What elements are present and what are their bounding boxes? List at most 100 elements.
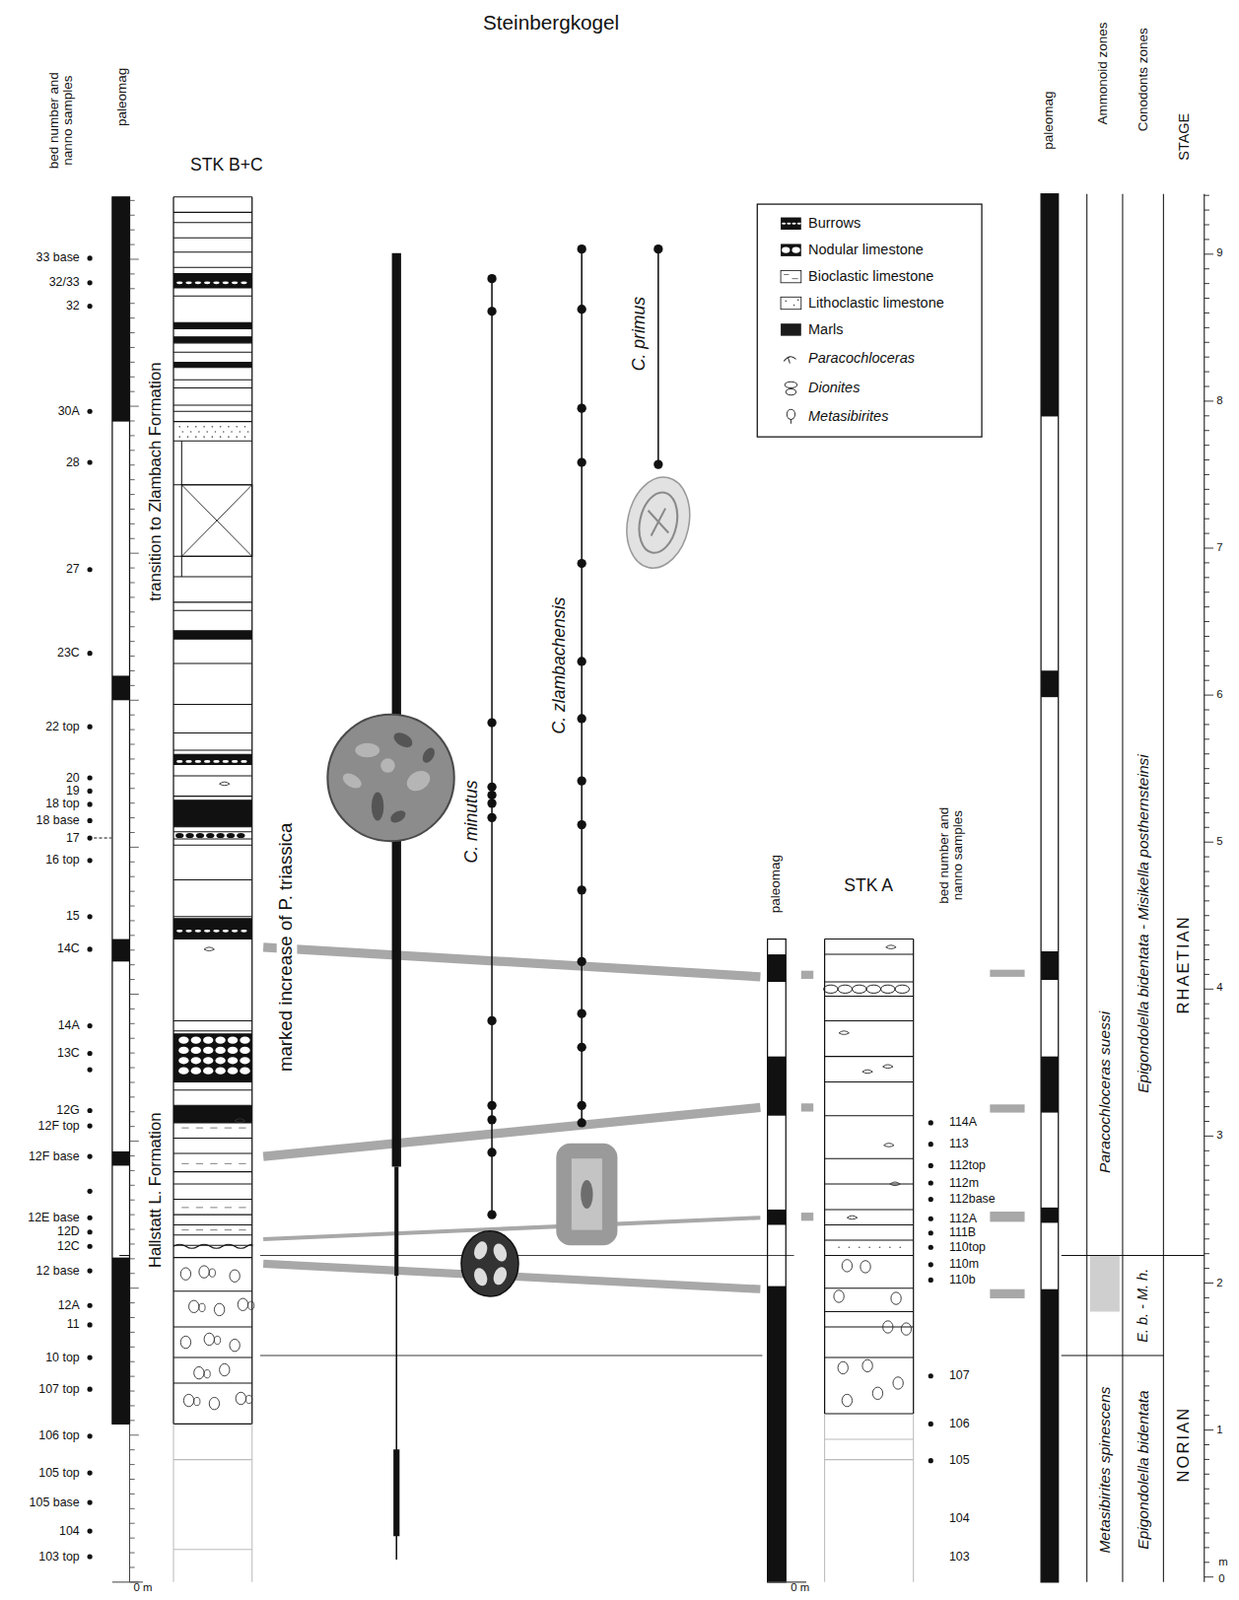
scale-tick (1204, 620, 1210, 622)
scale-tick (1204, 1473, 1210, 1475)
scale-tick (1204, 591, 1210, 593)
sample-dot (87, 834, 93, 840)
legend-label: Paracochloceras (808, 349, 915, 366)
figure-label: 9 (1216, 245, 1223, 259)
scale-tick (1204, 1046, 1210, 1048)
lithoclast-dot (247, 430, 250, 433)
scale-tick (1204, 312, 1210, 314)
scale-tick (1204, 1061, 1210, 1063)
figure-label: 27 (66, 562, 80, 577)
correlation-mark (989, 1289, 1025, 1299)
bioclast-dash (181, 1163, 189, 1165)
nannofossil-texture (354, 743, 380, 758)
sample-dot (486, 813, 496, 823)
ruler-tick (129, 640, 135, 642)
ruler-tick (129, 1331, 135, 1333)
sample-dot (87, 255, 93, 261)
bioclast-dash (224, 1206, 232, 1208)
ammonoid-symbol (199, 1303, 206, 1311)
bed-boundary (825, 981, 914, 983)
scale-tick (1204, 782, 1210, 784)
nodule (227, 1056, 238, 1064)
paracochloceras-symbol (862, 1069, 873, 1074)
nodule (837, 984, 852, 993)
scale-tick (1204, 1561, 1210, 1563)
sample-dot (87, 1321, 93, 1327)
ruler-tick (129, 464, 135, 466)
nodule (191, 1046, 202, 1054)
scale-tick (1204, 195, 1210, 197)
bioclast-dash (224, 1229, 232, 1231)
burrow-mark (781, 222, 786, 225)
scale-tick (1204, 488, 1210, 490)
burrow-mark (195, 280, 202, 284)
lithoclast-dot (219, 435, 222, 438)
marl-bed (173, 362, 253, 368)
ruler-tick (129, 1404, 135, 1406)
marl-bed (173, 1104, 253, 1123)
lithoclast-dot (203, 425, 206, 428)
ammonoid-symbol (246, 1394, 253, 1403)
nodule (191, 1067, 202, 1075)
boundary-line (1061, 1254, 1205, 1256)
nodule (216, 832, 225, 838)
ammonoid-symbol (235, 1391, 246, 1404)
sample-dot (577, 457, 587, 467)
bed-boundary (825, 954, 914, 956)
scale-tick (1204, 1370, 1210, 1372)
bed-boundary (173, 754, 253, 756)
scale-tick (1204, 223, 1210, 225)
burrow-mark (195, 929, 202, 933)
legend-label: Nodular limestone (808, 242, 924, 259)
scale-tick (1204, 1179, 1210, 1181)
nodule (781, 247, 790, 254)
nodule (239, 1067, 250, 1075)
bed-boundary (173, 387, 253, 389)
bed-boundary (173, 750, 253, 752)
column-edge (912, 939, 914, 1414)
ammonoid-symbol (183, 1393, 194, 1406)
scale-tick (1204, 533, 1210, 535)
scale-tick (1204, 386, 1210, 388)
scale-tick (1204, 1458, 1210, 1460)
figure-label: C. minutus (463, 779, 482, 863)
nodule (214, 1067, 225, 1075)
ruler-tick (129, 406, 138, 408)
wavy-surface (173, 1243, 253, 1248)
nodule (191, 1035, 202, 1043)
range-line (490, 278, 493, 1215)
nannofossil-image (555, 1143, 618, 1246)
scale-tick (1204, 856, 1210, 858)
ammonoid-symbol (189, 1300, 200, 1312)
scale-tick (1204, 1208, 1210, 1210)
marl-bed (173, 630, 253, 639)
nannofossil-image (327, 714, 454, 841)
scale-tick (1204, 209, 1210, 211)
stage-band: RHAETIAN (1163, 194, 1204, 1256)
figure-label: 30A (58, 404, 80, 418)
scale-tick (1204, 518, 1210, 520)
sample-dot (87, 1553, 93, 1559)
scale-tick (1204, 723, 1210, 725)
bed-boundary (173, 322, 253, 324)
sample-dot (87, 303, 93, 309)
figure-label: STK B+C (190, 155, 264, 175)
bed-boundary (825, 1438, 914, 1440)
sample-dot (928, 1119, 934, 1125)
sample-dot (87, 1107, 93, 1113)
figure-label: 110b (949, 1273, 976, 1288)
sample-dot (577, 558, 587, 568)
nannofossil-texture (580, 1179, 593, 1209)
normal-polarity (767, 1209, 787, 1226)
zone-label: Paracochloceras suessi (1096, 1011, 1113, 1173)
ammonoid-symbol (208, 1396, 219, 1409)
normal-polarity (112, 197, 131, 422)
bioclast-dash (791, 277, 798, 279)
ruler-tick (129, 434, 135, 436)
figure-label: 18 base (36, 814, 80, 828)
ruler-tick (129, 1214, 135, 1216)
bed-boundary (173, 1152, 253, 1154)
bed-boundary (825, 1254, 914, 1256)
figure-label: 18 top (45, 797, 80, 812)
